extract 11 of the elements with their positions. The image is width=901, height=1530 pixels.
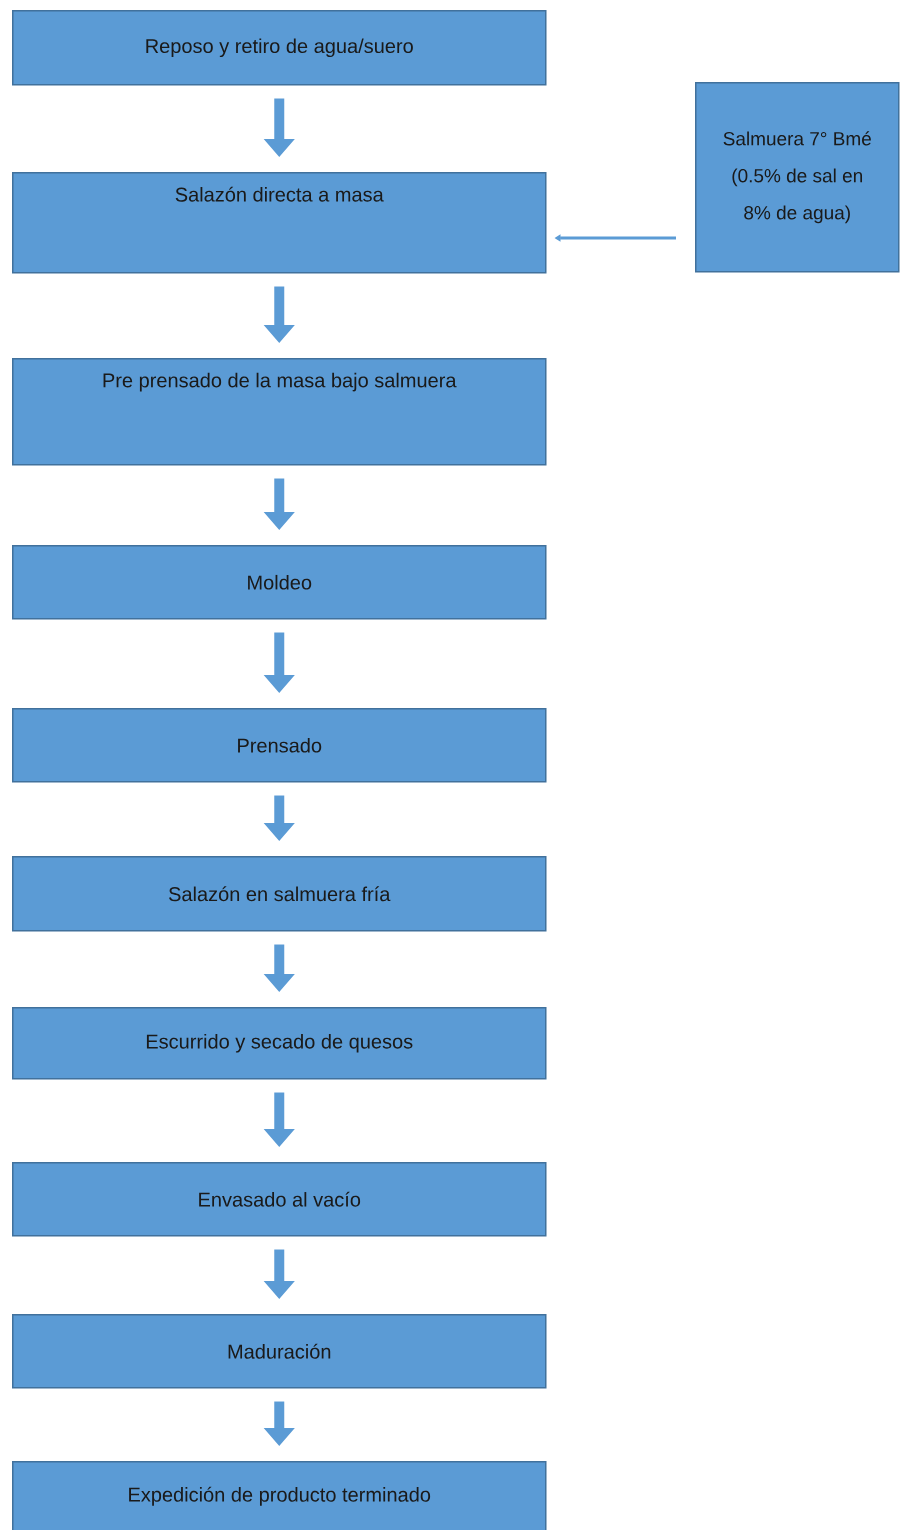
process-box: Prensado <box>12 708 547 783</box>
process-box: Maduración <box>12 1314 547 1389</box>
process-box: Salazón en salmuera fría <box>12 856 547 932</box>
process-box: Pre prensado de la masa bajo salmuera <box>12 358 547 466</box>
process-box: Reposo y retiro de agua/suero <box>12 10 547 86</box>
process-box: Salmuera 7° Bmé (0.5% de sal en 8% de agua) <box>695 82 900 273</box>
process-box: Moldeo <box>12 545 547 620</box>
process-box: Envasado al vacío <box>12 1162 547 1237</box>
process-box: Escurrido y secado de quesos <box>12 1007 547 1080</box>
process-box: Expedición de producto terminado <box>12 1461 547 1530</box>
process-box: Salazón directa a masa <box>12 172 547 274</box>
